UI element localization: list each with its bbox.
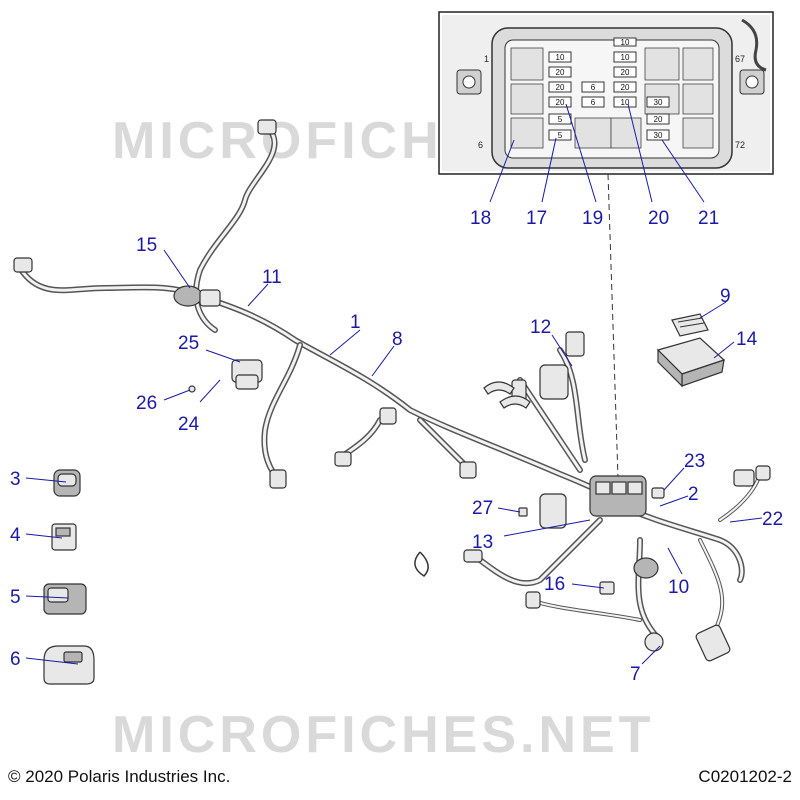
edge-number-72: 72 (735, 140, 745, 150)
callout-4: 4 (10, 525, 21, 546)
callout-22: 22 (762, 509, 783, 530)
svg-text:20: 20 (556, 83, 565, 92)
connector-cap-5 (43, 583, 87, 615)
svg-text:6: 6 (591, 83, 596, 92)
svg-text:10: 10 (621, 53, 630, 62)
leader-lines (25, 103, 763, 665)
svg-text:10: 10 (621, 98, 630, 107)
svg-text:30: 30 (654, 98, 663, 107)
svg-text:20: 20 (556, 98, 565, 107)
callout-2: 2 (688, 484, 699, 505)
callout-12: 12 (530, 317, 551, 338)
svg-text:20: 20 (654, 115, 663, 124)
callout-27: 27 (472, 498, 493, 519)
relay-slots (510, 47, 714, 149)
svg-text:20: 20 (621, 68, 630, 77)
watermark-bottom: MICROFICHES.NET (112, 706, 654, 764)
fuse-box-inset: 10 20 20 20 6 20 6 5 5 10 20 10 10 30 20… (438, 11, 774, 175)
callout-23: 23 (684, 451, 705, 472)
callout-15: 15 (136, 235, 157, 256)
callout-7: 7 (630, 664, 641, 685)
harness-parts (13, 119, 771, 662)
callout-10: 10 (668, 577, 689, 598)
callout-16: 16 (544, 574, 565, 595)
callout-1: 1 (350, 312, 361, 333)
callout-8: 8 (392, 329, 403, 350)
fuse-strip-9 (671, 313, 709, 337)
drawing-number: C0201202-2 (698, 767, 792, 786)
callout-14: 14 (736, 329, 758, 350)
callout-17: 17 (526, 208, 547, 229)
svg-text:5: 5 (558, 131, 563, 140)
callout-3: 3 (10, 469, 21, 490)
callout-13: 13 (472, 532, 493, 553)
svg-text:5: 5 (558, 115, 563, 124)
svg-text:20: 20 (621, 83, 630, 92)
callout-19: 19 (582, 208, 603, 229)
callout-6: 6 (10, 649, 21, 670)
fuse-slots (548, 37, 670, 141)
connector-cap-3 (53, 469, 81, 497)
fuse-box-14 (656, 337, 726, 388)
callout-26: 26 (136, 393, 157, 414)
svg-text:30: 30 (654, 131, 663, 140)
connector-cap-6 (43, 645, 95, 685)
fuse-ratings: 10 20 20 20 6 20 6 5 5 10 20 10 10 30 20… (556, 38, 663, 140)
svg-text:10: 10 (556, 53, 565, 62)
callout-5: 5 (10, 587, 21, 608)
callout-11: 11 (262, 267, 282, 288)
copyright-text: © 2020 Polaris Industries Inc. (8, 767, 230, 786)
edge-number-67: 67 (735, 54, 745, 64)
svg-text:20: 20 (556, 68, 565, 77)
reference-line (607, 173, 619, 479)
edge-number-6: 6 (478, 140, 483, 150)
callout-20: 20 (648, 208, 669, 229)
callout-25: 25 (178, 333, 199, 354)
callout-21: 21 (698, 208, 719, 229)
edge-number-1: 1 (484, 54, 489, 64)
callout-24: 24 (178, 414, 200, 435)
connector-cap-4 (51, 523, 77, 551)
callout-numbers: 1 2 3 4 5 6 7 8 9 10 11 12 13 14 15 16 1… (10, 208, 783, 685)
callout-9: 9 (720, 286, 731, 307)
svg-text:6: 6 (591, 98, 596, 107)
callout-18: 18 (470, 208, 491, 229)
svg-text:10: 10 (621, 38, 630, 47)
